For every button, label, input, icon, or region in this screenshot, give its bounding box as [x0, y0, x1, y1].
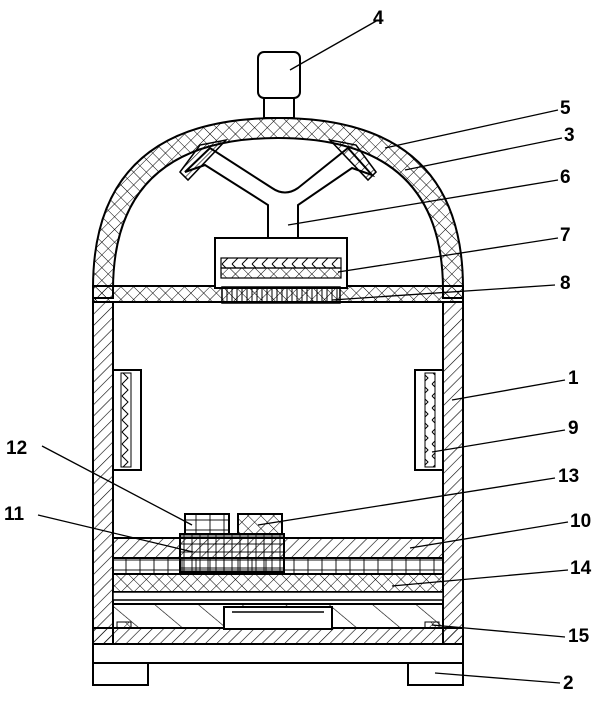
bottom-wall [92, 627, 464, 645]
leader-8 [331, 284, 556, 301]
label-7: 7 [560, 225, 571, 246]
y-duct [184, 146, 376, 241]
leader-11 [37, 514, 194, 553]
label-8: 8 [560, 273, 571, 294]
leader-9 [431, 429, 566, 453]
lower-plate-thin [112, 591, 444, 601]
label-4: 4 [373, 8, 384, 29]
heater-left-core [120, 372, 132, 468]
vent-grille [221, 286, 341, 304]
label-6: 6 [560, 167, 571, 188]
leader-4 [289, 19, 379, 71]
item-12 [184, 513, 230, 535]
label-1: 1 [568, 368, 579, 389]
base-slot [223, 606, 333, 630]
lower-plate [112, 573, 444, 593]
label-10: 10 [570, 511, 591, 532]
left-wall [92, 301, 114, 645]
inlet-right [327, 138, 377, 182]
leader-13 [257, 477, 556, 526]
lower-plate-strip [112, 557, 444, 575]
label-14: 14 [570, 558, 592, 579]
leader-10 [409, 521, 569, 549]
label-3: 3 [564, 125, 575, 146]
motor [257, 51, 301, 99]
foot-bridge [92, 643, 464, 664]
leader-2 [434, 672, 561, 684]
leader-12 [41, 445, 193, 526]
filter-layer-2 [220, 267, 342, 279]
leader-7 [337, 237, 559, 273]
label-15: 15 [568, 626, 590, 647]
label-9: 9 [568, 418, 579, 439]
item-13 [237, 513, 283, 535]
label-2: 2 [563, 673, 574, 694]
right-wall [442, 301, 464, 645]
leader-15 [431, 624, 566, 638]
label-13: 13 [558, 466, 579, 487]
leader-3 [404, 137, 563, 171]
leader-5 [384, 109, 559, 149]
leader-6 [287, 179, 559, 226]
heater-right-core [424, 372, 436, 468]
label-12: 12 [6, 438, 27, 459]
spring-left [116, 621, 132, 629]
label-5: 5 [560, 98, 571, 119]
filter-layer-1 [220, 257, 342, 269]
foot-left [92, 662, 149, 686]
leader-1 [451, 379, 566, 401]
label-11: 11 [4, 504, 25, 525]
leader-lines [37, 19, 569, 684]
inlet-left [179, 138, 229, 182]
leader-14 [391, 569, 569, 587]
motor-shaft [263, 97, 295, 119]
